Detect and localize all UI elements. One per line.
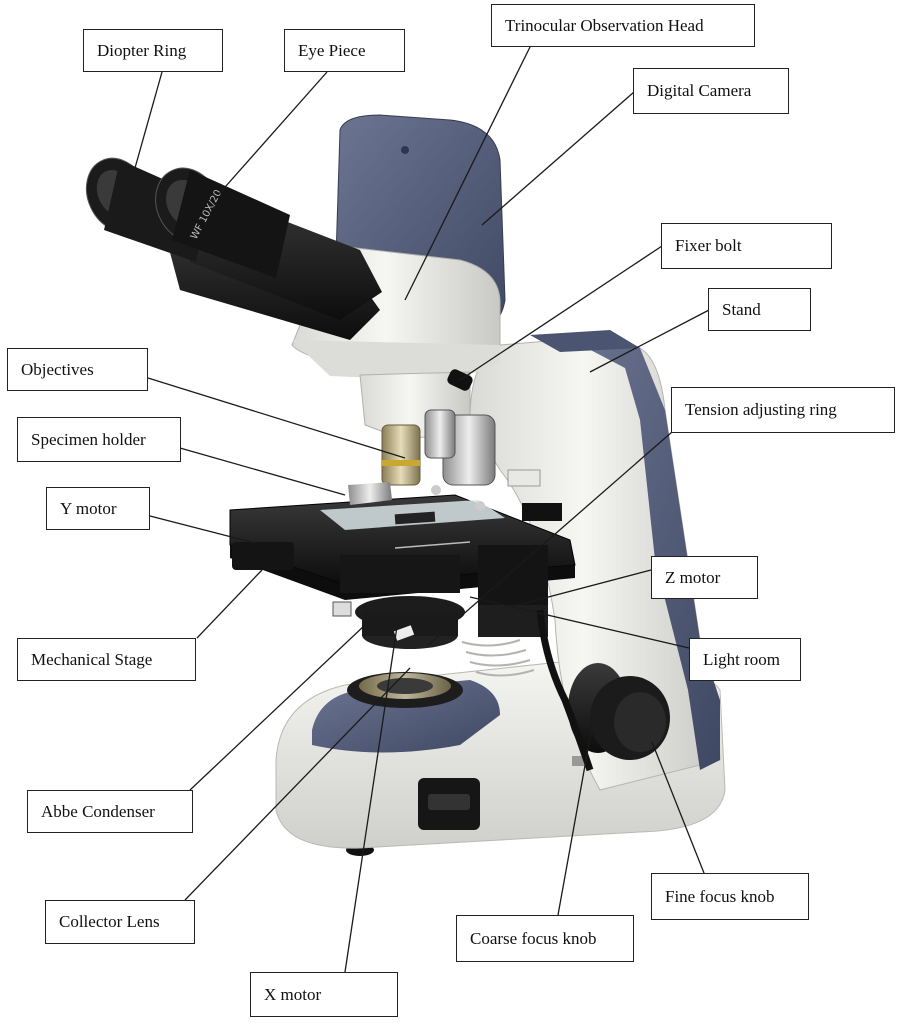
label-coarse-focus: Coarse focus knob: [456, 915, 634, 962]
label-objectives: Objectives: [7, 348, 148, 391]
label-light-room: Light room: [689, 638, 801, 681]
objective-lenses: [381, 409, 496, 486]
label-diopter-ring: Diopter Ring: [83, 29, 223, 72]
focus-knobs: [536, 609, 670, 772]
label-abbe-condenser: Abbe Condenser: [27, 790, 193, 833]
label-fixer-bolt: Fixer bolt: [661, 223, 832, 269]
label-x-motor: X motor: [250, 972, 398, 1017]
label-z-motor: Z motor: [651, 556, 758, 599]
label-stand: Stand: [708, 288, 811, 331]
label-mechanical-stage: Mechanical Stage: [17, 638, 196, 681]
eyepiece-tubes: WF 10X/20: [85, 157, 382, 340]
mechanical-stage-shape: [229, 482, 576, 637]
label-eye-piece: Eye Piece: [284, 29, 405, 72]
condenser-assembly: [347, 596, 465, 708]
label-y-motor: Y motor: [46, 487, 150, 530]
label-specimen-holder: Specimen holder: [17, 417, 181, 462]
label-collector-lens: Collector Lens: [45, 900, 195, 944]
label-tension-ring: Tension adjusting ring: [671, 387, 895, 433]
leader-lines: [134, 46, 710, 973]
label-digital-camera: Digital Camera: [633, 68, 789, 114]
label-fine-focus: Fine focus knob: [651, 873, 809, 920]
label-trinocular-head: Trinocular Observation Head: [491, 4, 755, 47]
